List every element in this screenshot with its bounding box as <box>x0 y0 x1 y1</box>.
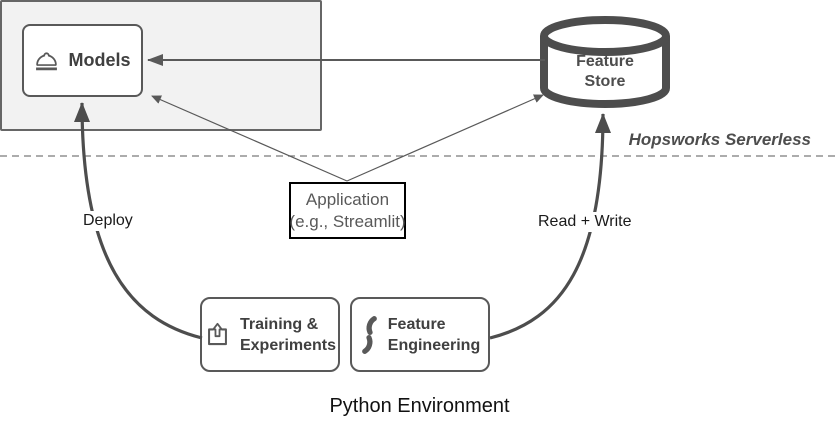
feature-store-label-line2: Store <box>584 73 626 90</box>
application-label-line2: (e.g., Streamlit) <box>289 211 406 231</box>
feature-store-label-line1: Feature <box>576 53 634 70</box>
cloche-icon <box>34 49 59 72</box>
application-to-feature-store-arrow <box>346 94 544 182</box>
feature-engineering-label-line1: Feature <box>387 315 446 333</box>
hopsworks-swoosh-icon <box>360 315 379 355</box>
feature-engineering-node: Feature Engineering <box>350 297 490 372</box>
application-node: Application (e.g., Streamlit) <box>289 182 406 239</box>
training-label-line1: Training & <box>239 315 319 333</box>
training-label-line2: Experiments <box>239 336 337 354</box>
python-environment-label: Python Environment <box>329 395 510 417</box>
feature-engineering-label-line2: Engineering <box>387 336 481 354</box>
hopsworks-serverless-label: Hopsworks Serverless <box>628 130 811 149</box>
models-node: Models <box>22 24 143 97</box>
package-up-icon <box>204 321 231 348</box>
models-label: Models <box>68 50 131 70</box>
training-experiments-node: Training & Experiments <box>200 297 340 372</box>
deploy-edge-label: Deploy <box>78 211 138 231</box>
application-label-line1: Application <box>305 189 390 209</box>
feature-store-label: Feature Store <box>545 52 665 92</box>
read-write-edge-label: Read + Write <box>533 212 637 232</box>
